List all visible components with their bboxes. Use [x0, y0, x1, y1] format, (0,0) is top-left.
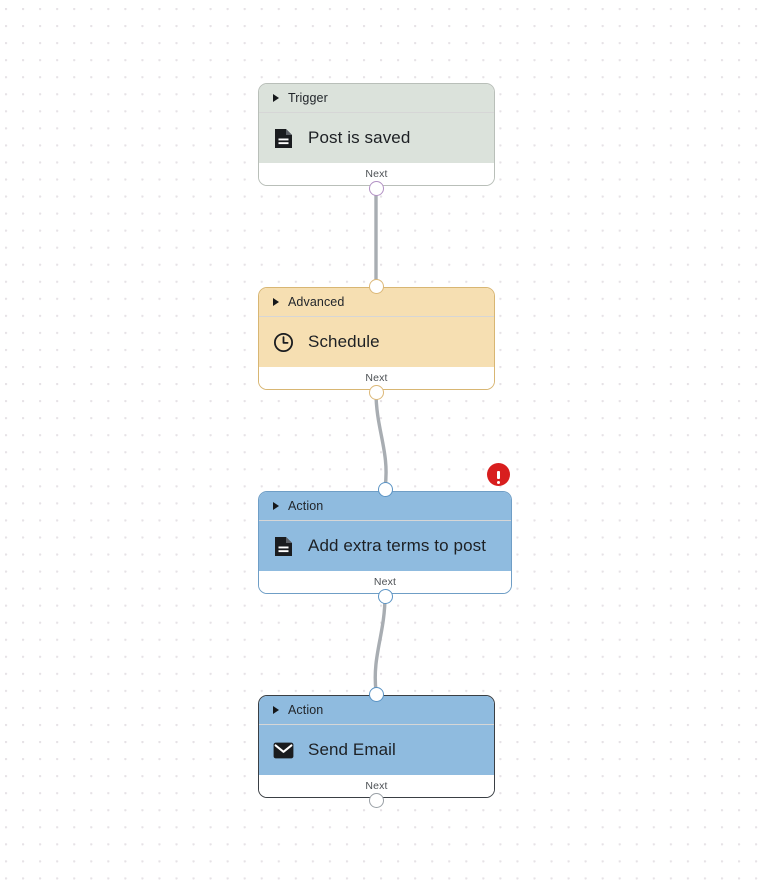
node-divider [259, 520, 511, 521]
workflow-node-action-send-email[interactable]: Action Send Email Next [258, 695, 495, 798]
node-title: Post is saved [308, 128, 411, 147]
node-divider [259, 112, 494, 113]
connector-schedule-to-add-terms [374, 390, 388, 490]
node-footer-next-action-send-email[interactable]: Next [259, 775, 494, 797]
node-divider [259, 724, 494, 725]
chevron-right-icon[interactable] [273, 298, 279, 306]
node-footer-label: Next [365, 372, 388, 384]
node-header-label: Action [288, 703, 324, 717]
port-output-action-add-terms[interactable] [378, 589, 393, 604]
node-body-action-send-email[interactable]: Send Email [259, 725, 494, 775]
workflow-node-trigger-post-is-saved[interactable]: Trigger Post is saved Next [258, 83, 495, 186]
connector-add-terms-to-send-email [373, 594, 387, 693]
node-body-action-add-terms[interactable]: Add extra terms to post [259, 521, 511, 571]
node-body-trigger[interactable]: Post is saved [259, 113, 494, 163]
chevron-right-icon[interactable] [273, 706, 279, 714]
document-icon [273, 536, 294, 557]
port-output-action-send-email[interactable] [369, 793, 384, 808]
port-input-advanced[interactable] [369, 279, 384, 294]
chevron-right-icon[interactable] [273, 94, 279, 102]
node-footer-label: Next [373, 576, 397, 588]
error-badge-icon[interactable] [487, 463, 510, 486]
node-divider [259, 316, 494, 317]
node-body-advanced[interactable]: Schedule [259, 317, 494, 367]
node-title: Schedule [308, 332, 380, 351]
port-input-action-send-email[interactable] [369, 687, 384, 702]
node-footer-next-action-add-terms[interactable]: Next [259, 571, 511, 593]
node-footer-next-advanced[interactable]: Next [259, 367, 494, 389]
node-header-label: Advanced [288, 295, 345, 309]
port-output-trigger[interactable] [369, 181, 384, 196]
node-header-label: Trigger [288, 91, 328, 105]
node-title: Add extra terms to post [308, 536, 487, 555]
envelope-icon [273, 740, 294, 761]
workflow-node-action-add-extra-terms-to-post[interactable]: Action Add extra terms to post Next [258, 491, 512, 594]
document-icon [273, 128, 294, 149]
node-footer-next-trigger[interactable]: Next [259, 163, 494, 185]
port-output-advanced[interactable] [369, 385, 384, 400]
node-footer-label: Next [365, 780, 388, 792]
exclamation-mark [496, 470, 501, 485]
node-header-label: Action [288, 499, 324, 513]
node-header-trigger[interactable]: Trigger [259, 84, 494, 112]
workflow-node-advanced-schedule[interactable]: Advanced Schedule Next [258, 287, 495, 390]
node-footer-label: Next [365, 168, 388, 180]
port-input-action-add-terms[interactable] [378, 482, 393, 497]
clock-icon [273, 332, 294, 353]
node-title: Send Email [308, 740, 396, 759]
chevron-right-icon[interactable] [273, 502, 279, 510]
